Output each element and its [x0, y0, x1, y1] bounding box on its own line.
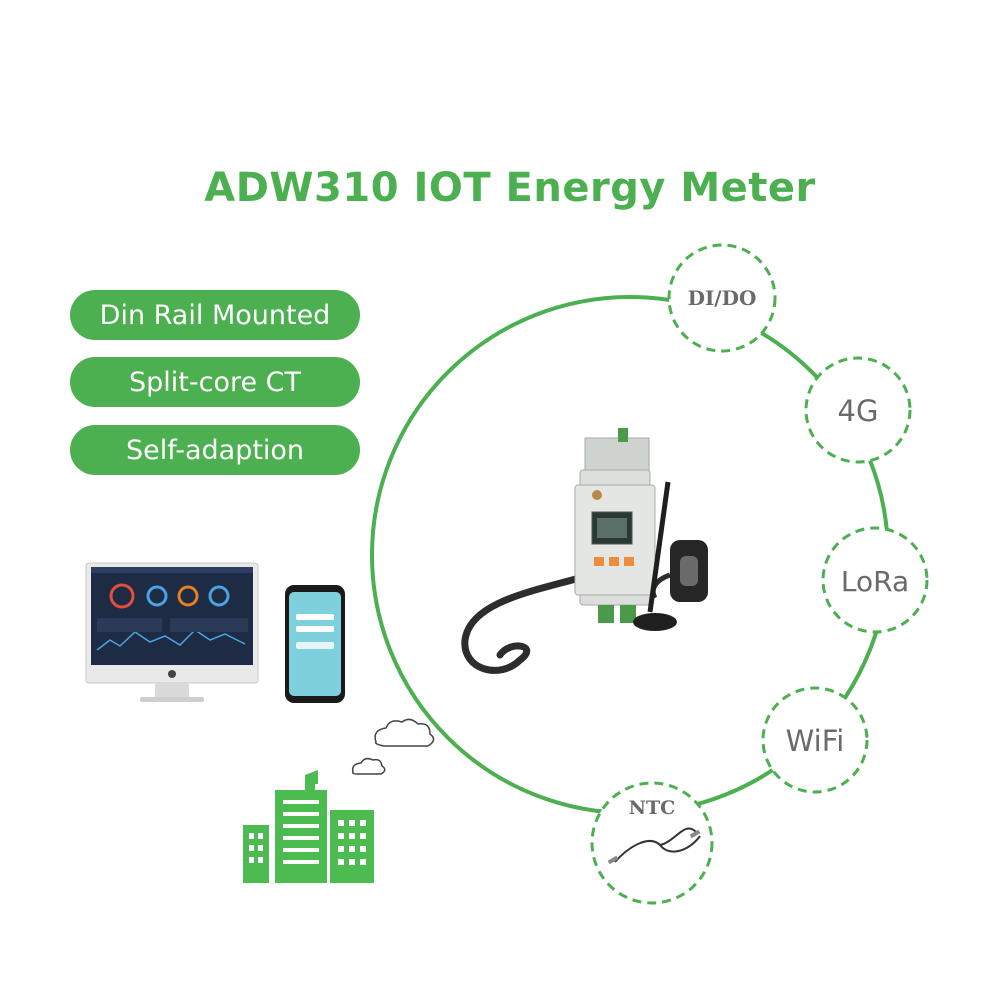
- badge-didop: DI/DO: [667, 243, 777, 353]
- badge-4g-label: 4G: [838, 394, 879, 428]
- smartphone-icon: [285, 585, 345, 703]
- feature-self-adaption: Self-adaption: [70, 425, 360, 475]
- badge-lora-label: LoRa: [841, 565, 909, 598]
- feature-split-core-ct: Split-core CT: [70, 357, 360, 407]
- page-title: ADW310 IOT Energy Meter: [204, 165, 816, 211]
- ntc-sensor-cable: [607, 827, 701, 865]
- badge-didop-label: DI/DO: [688, 286, 757, 310]
- badge-wifi-label: WiFi: [786, 724, 845, 758]
- energy-meter-device: [461, 428, 708, 674]
- badge-ntc: NTC: [590, 781, 714, 905]
- city-buildings-icon: [243, 770, 374, 883]
- computer-monitor-icon: [85, 562, 259, 702]
- badge-wifi: WiFi: [761, 686, 869, 794]
- feature-din-rail: Din Rail Mounted: [70, 290, 360, 340]
- badge-lora: LoRa: [821, 526, 929, 634]
- cloud-icon: [351, 718, 435, 775]
- badge-4g: 4G: [804, 356, 912, 464]
- badge-ntc-label: NTC: [629, 797, 676, 819]
